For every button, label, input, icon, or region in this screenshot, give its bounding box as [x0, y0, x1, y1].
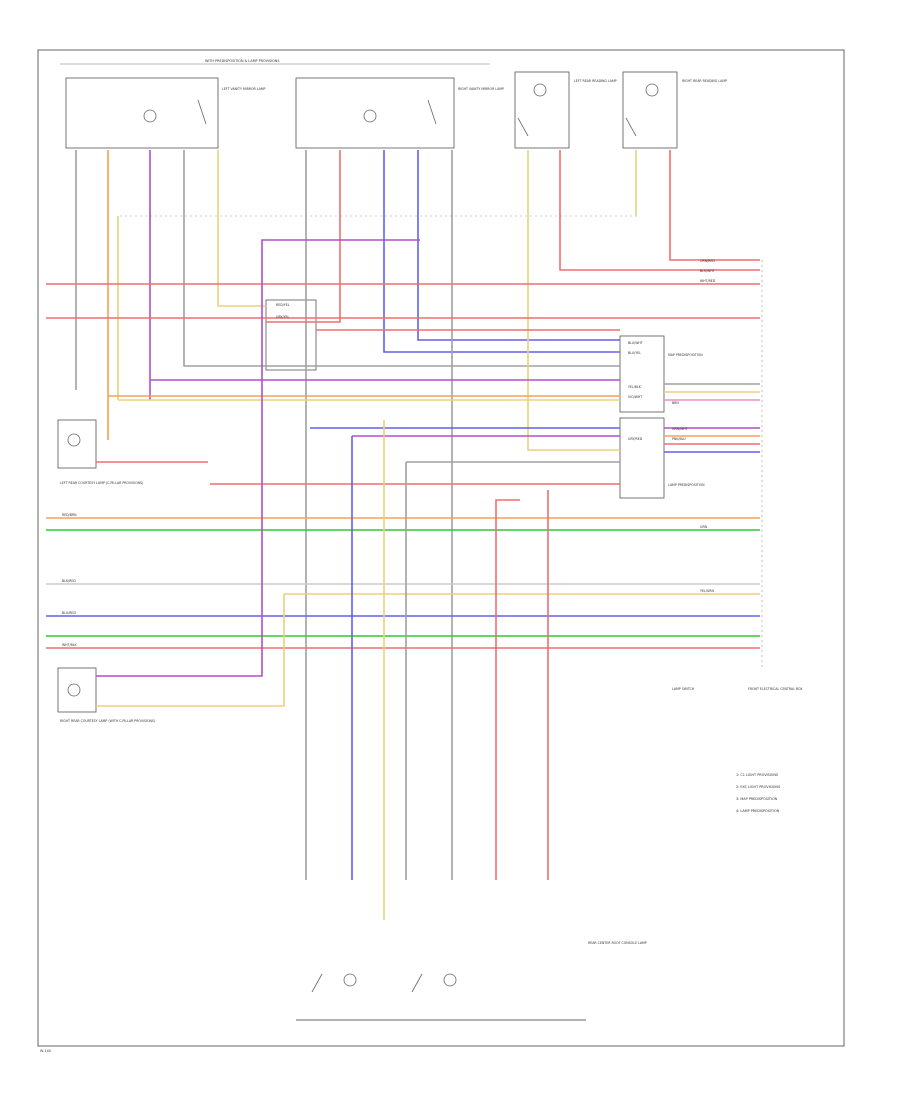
bottom-vertical-wires [351, 420, 549, 920]
wire-label: ORN/RED [700, 259, 715, 263]
legend-item: 4: LAMP PREDISPOSITION [736, 809, 780, 813]
right-vanity-label: RIGHT VANITY MIRROR LAMP [458, 87, 504, 91]
diagram-title: WITH PREDISPOSITION & LAMP PROVISIONS [205, 59, 279, 63]
center-splice-block [265, 299, 317, 371]
lamp-predisposition-label: LAMP PREDISPOSITION [668, 483, 705, 487]
left-rear-reading-lamp: LEFT REAR READING LAMP [514, 71, 617, 149]
map-predisposition-label: MAP PREDISPOSITION [668, 353, 703, 357]
wire-label: GRN [700, 525, 708, 529]
wire-label: GRN/WHT [672, 427, 688, 431]
legend: 1: C1 LIGHT PROVISIONS 2: EXC LIGHT PROV… [736, 773, 780, 813]
wire-label: BLU/YEL [628, 351, 641, 355]
wire-label: RED/BRN [62, 513, 77, 517]
wire-label: BRN [672, 401, 679, 405]
wire-label: RED/YEL [276, 303, 290, 307]
left-rear-courtesy-lamp: LEFT REAR COURTESY LAMP (C-PILLAR PROVIS… [57, 419, 143, 485]
wire-label: BLU/WHT [628, 341, 643, 345]
page-ref: W-140 [40, 1049, 51, 1053]
wire-label: WHT/BLK [62, 643, 78, 647]
wire-label: YEL/GRN [700, 589, 714, 593]
legend-item: 1: C1 LIGHT PROVISIONS [736, 773, 778, 777]
left-vanity-mirror-lamp: LEFT VANITY MIRROR LAMP [65, 77, 266, 149]
wire-label: GRY/RED [628, 437, 643, 441]
legend-item: 3: MAP PREDISPOSITION [736, 797, 778, 801]
wire-label: PNK/BLU [672, 437, 686, 441]
left-vanity-label: LEFT VANITY MIRROR LAMP [222, 87, 266, 91]
wire-label: BLU/RED [62, 611, 76, 615]
junction-box: FRONT ELECTRICAL CENTRAL BOX [748, 687, 803, 691]
top-vertical-wires [75, 150, 760, 880]
right-vanity-mirror-lamp: RIGHT VANITY MIRROR LAMP [295, 77, 504, 149]
wire-label: WHT/RED [700, 279, 716, 283]
right-rear-reading-label: RIGHT REAR READING LAMP [682, 79, 727, 83]
wire-label: VIO/WHT [628, 395, 642, 399]
lamp-predisposition-connector: LAMP PREDISPOSITION [619, 417, 705, 499]
wire-label: GRY/YEL [276, 315, 289, 319]
lamp-switch-label: LAMP SWITCH [672, 687, 695, 691]
right-rear-reading-lamp: RIGHT REAR READING LAMP [622, 71, 727, 149]
right-rear-courtesy-label: RIGHT REAR COURTESY LAMP (WITH C-PILLAR … [60, 719, 155, 723]
lamp-switch: LAMP SWITCH [672, 687, 695, 691]
left-rear-reading-label: LEFT REAR READING LAMP [574, 79, 617, 83]
junction-box-label: FRONT ELECTRICAL CENTRAL BOX [748, 687, 803, 691]
wire-label: BLK/WHT [700, 269, 715, 273]
rear-center-roof-label: REAR CENTER ROOF CONSOLE LAMP [588, 941, 647, 945]
wire-label-group: ORN/RED BLK/WHT WHT/RED RED/YEL GRY/YEL … [62, 259, 716, 647]
horizontal-wires [46, 239, 760, 880]
diagram-frame [37, 49, 845, 1047]
right-rear-courtesy-lamp: RIGHT REAR COURTESY LAMP (WITH C-PILLAR … [57, 667, 155, 723]
rear-center-roof-console-lamp: REAR CENTER ROOF CONSOLE LAMP [296, 941, 647, 1021]
map-predisposition-connector: MAP PREDISPOSITION [619, 335, 703, 413]
legend-item: 2: EXC LIGHT PROVISIONS [736, 785, 780, 789]
wire-label: YEL/BLK [628, 385, 642, 389]
left-rear-courtesy-label: LEFT REAR COURTESY LAMP (C-PILLAR PROVIS… [60, 481, 143, 485]
wire-label: BLK/RED [62, 579, 76, 583]
